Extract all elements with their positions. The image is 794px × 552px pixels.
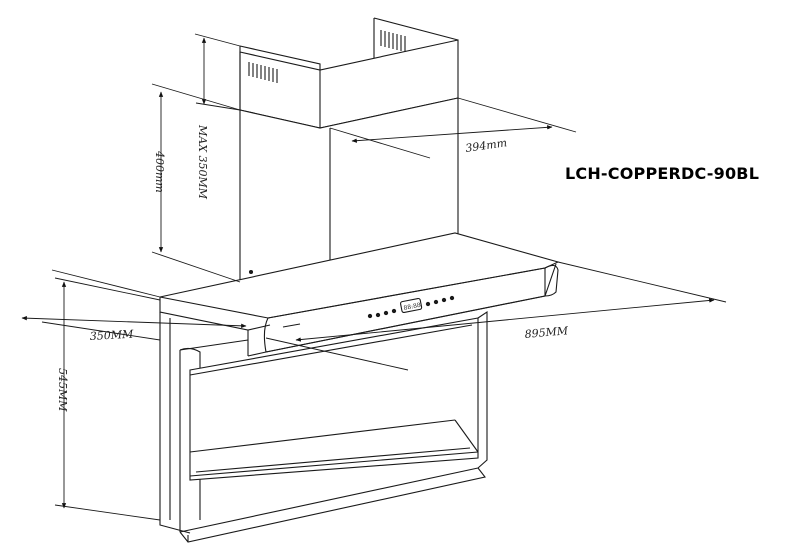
model-code: LCH-COPPERDC-90BL	[565, 164, 760, 183]
label-chimney-depth: 394mm	[465, 136, 508, 155]
vent-slots-left	[248, 62, 278, 83]
dim-hood-height	[54, 277, 161, 521]
dim-chimney-height	[151, 83, 241, 283]
dim-hood-width	[265, 261, 727, 371]
label-chimney-max: MAX 350MM	[196, 124, 209, 200]
label-hood-depth: 350MM	[89, 328, 134, 343]
control-panel-display: 88:88	[403, 302, 421, 312]
label-chimney-height: 400mm	[153, 150, 166, 193]
dim-chimney-max	[194, 33, 241, 111]
dim-hood-depth	[21, 269, 247, 341]
label-hood-height: 545MM	[56, 368, 69, 412]
hood-body	[159, 232, 560, 543]
vent-slots-right	[380, 30, 406, 52]
dim-chimney-depth	[329, 97, 577, 159]
label-hood-width: 895MM	[524, 324, 569, 341]
